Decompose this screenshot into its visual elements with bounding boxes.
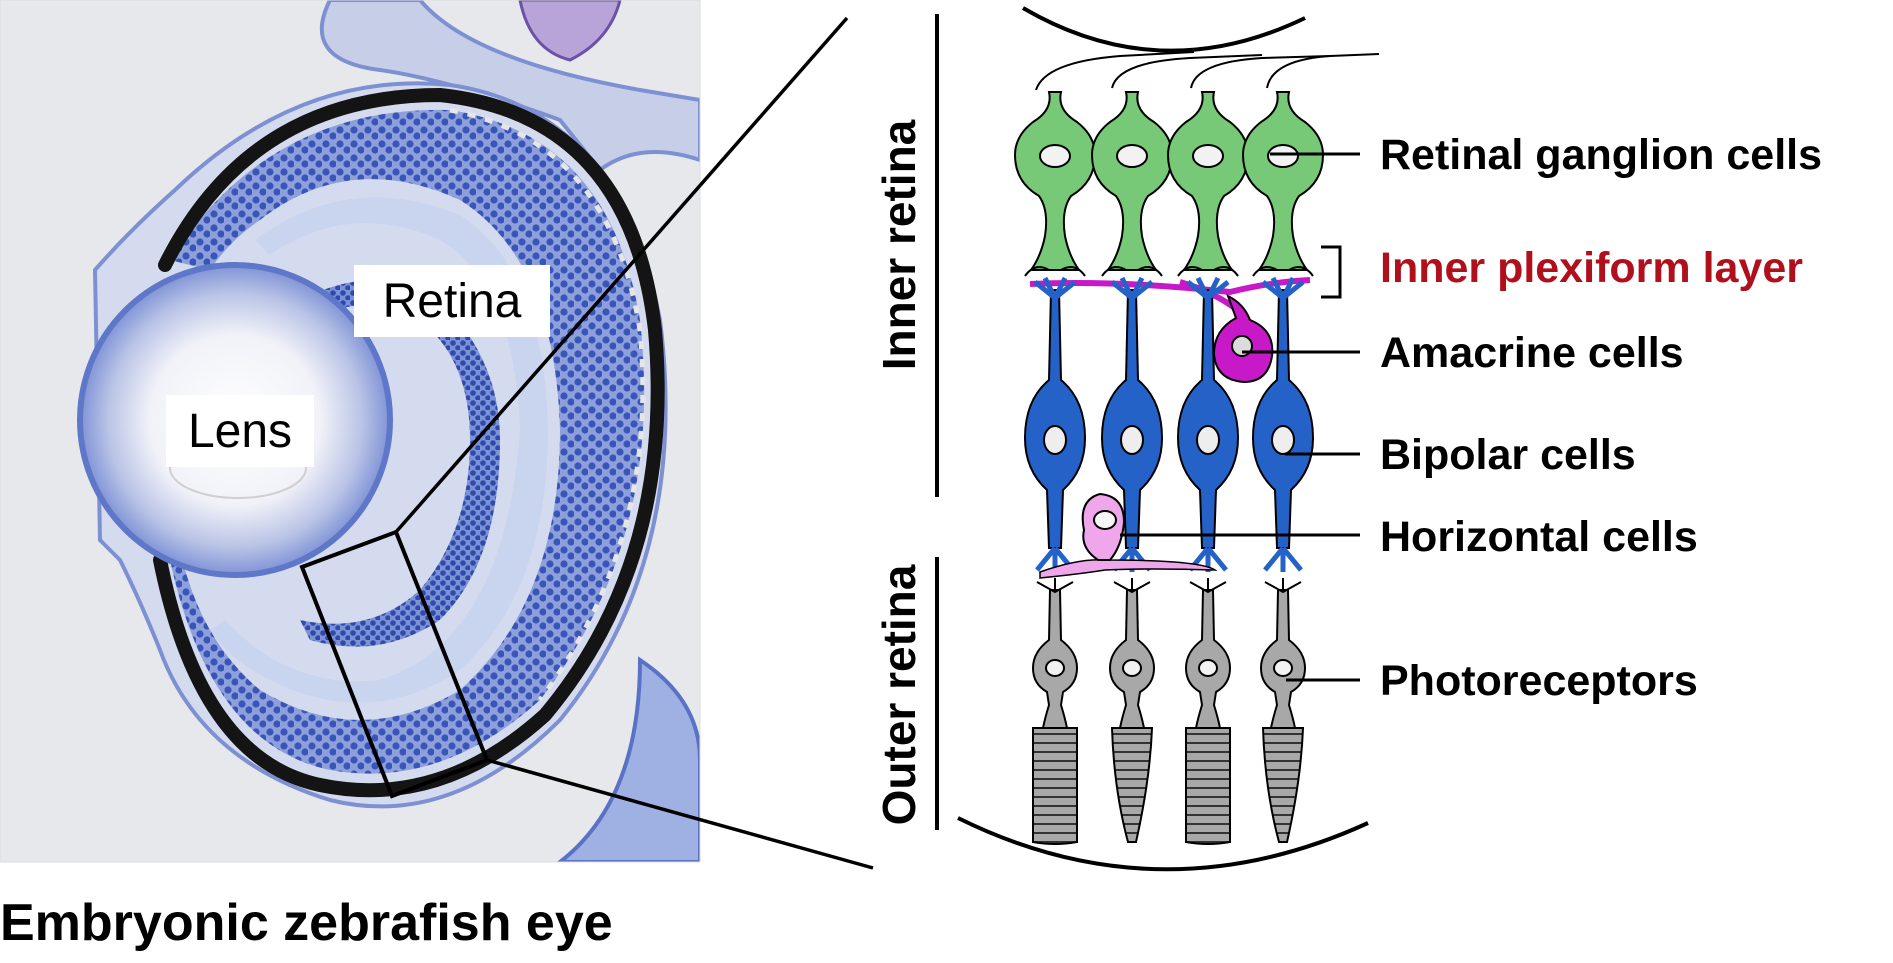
ganglion-dendrite: [1177, 266, 1239, 277]
photoreceptor-nucleus: [1122, 659, 1142, 677]
label-inner-plexiform-layer: Inner plexiform layer: [1380, 244, 1803, 292]
photoreceptor-cells: [1031, 578, 1307, 845]
photoreceptor-terminal: [1264, 578, 1302, 594]
photoreceptor-nucleus: [1273, 659, 1293, 677]
ganglion-nucleus: [1192, 144, 1224, 168]
label-bipolar-cells: Bipolar cells: [1380, 431, 1636, 479]
bipolar-dendrite: [1263, 546, 1303, 572]
retina-schematic: Inner retina Outer retina Retinal: [873, 6, 1822, 872]
inner-plexiform-band: [210, 197, 548, 703]
bipolar-axon-terminal: [1033, 276, 1077, 304]
eye-micrograph: [0, 0, 700, 862]
bipolar-cell: [1100, 289, 1164, 549]
ganglion-dendrite: [1024, 266, 1086, 277]
horizontal-nucleus: [1093, 510, 1117, 530]
lens-label: Lens: [188, 405, 292, 458]
bipolar-axon-terminal: [1186, 276, 1230, 304]
ganglion-axon: [1190, 55, 1331, 89]
ganglion-axon: [1111, 54, 1263, 89]
bipolar-cell: [1251, 289, 1315, 549]
ganglion-nucleus: [1039, 144, 1071, 168]
pigment-epithelium: [153, 87, 665, 798]
ganglion-nucleus: [1267, 144, 1299, 168]
bipolar-cell: [1023, 289, 1087, 549]
label-retinal-ganglion-cells: Retinal ganglion cells: [1380, 131, 1822, 179]
bipolar-cell: [1176, 289, 1240, 549]
micrograph-border: [0, 0, 701, 863]
dorsal-tissue: [518, 0, 622, 62]
horizontal-cell: [1039, 492, 1218, 579]
retina-label: Retina: [383, 275, 522, 328]
photoreceptor-outer-segment: [1261, 727, 1305, 843]
ganglion-axon: [1266, 53, 1380, 89]
photoreceptor-outer-segment: [1032, 727, 1078, 845]
amacrine-cell: [1212, 293, 1274, 384]
periocular-tissue: [319, 0, 700, 173]
ganglion-nucleus: [1116, 144, 1148, 168]
ganglion-layer-tissue: [300, 280, 500, 647]
zoom-line-top: [394, 16, 849, 534]
label-amacrine-cells: Amacrine cells: [1380, 329, 1684, 377]
photoreceptor-terminal: [1189, 578, 1227, 594]
bipolar-nucleus: [1043, 425, 1067, 455]
inner-retina-label: Inner retina: [873, 119, 925, 370]
horizontal-process: [1039, 559, 1218, 579]
inner-limiting-arc: [1021, 6, 1306, 53]
retina-label-box: [354, 265, 550, 337]
ipl-bracket: [1321, 245, 1342, 299]
photoreceptor-reflection: [449, 107, 646, 702]
retinal-ganglion-cells: [1013, 91, 1325, 277]
ganglion-axon: [1035, 51, 1195, 91]
outer-limiting-arc: [957, 816, 1369, 872]
photoreceptor-terminal: [1036, 578, 1074, 594]
outer-retina-label: Outer retina: [873, 564, 925, 825]
photoreceptor-nucleus: [1045, 659, 1065, 677]
label-horizontal-cells: Horizontal cells: [1380, 513, 1698, 561]
bipolar-axon-terminal: [1261, 276, 1305, 304]
ganglion-cell: [1166, 91, 1250, 271]
bipolar-cells: [1023, 276, 1315, 572]
photoreceptor-outer-segment: [1185, 727, 1231, 845]
photoreceptor-nucleus: [1198, 659, 1218, 677]
photoreceptor-outer-segment: [1110, 727, 1154, 843]
figure-caption: Embryonic zebrafish eye: [0, 894, 613, 952]
bipolar-nucleus: [1120, 425, 1144, 455]
ganglion-dendrite: [1252, 266, 1314, 277]
ganglion-cell: [1090, 91, 1174, 271]
zoom-line-bottom: [486, 758, 874, 870]
ganglion-cell: [1013, 91, 1097, 271]
photoreceptor-terminal: [1113, 578, 1151, 594]
lens-label-box: [166, 395, 314, 467]
retina-tissue: [170, 109, 645, 774]
bipolar-axon-terminal: [1110, 276, 1154, 304]
bipolar-nucleus: [1196, 425, 1220, 455]
label-photoreceptors: Photoreceptors: [1380, 657, 1698, 705]
ganglion-dendrite: [1101, 266, 1163, 277]
ganglion-cell: [1241, 91, 1325, 271]
bipolar-nucleus: [1271, 425, 1295, 455]
